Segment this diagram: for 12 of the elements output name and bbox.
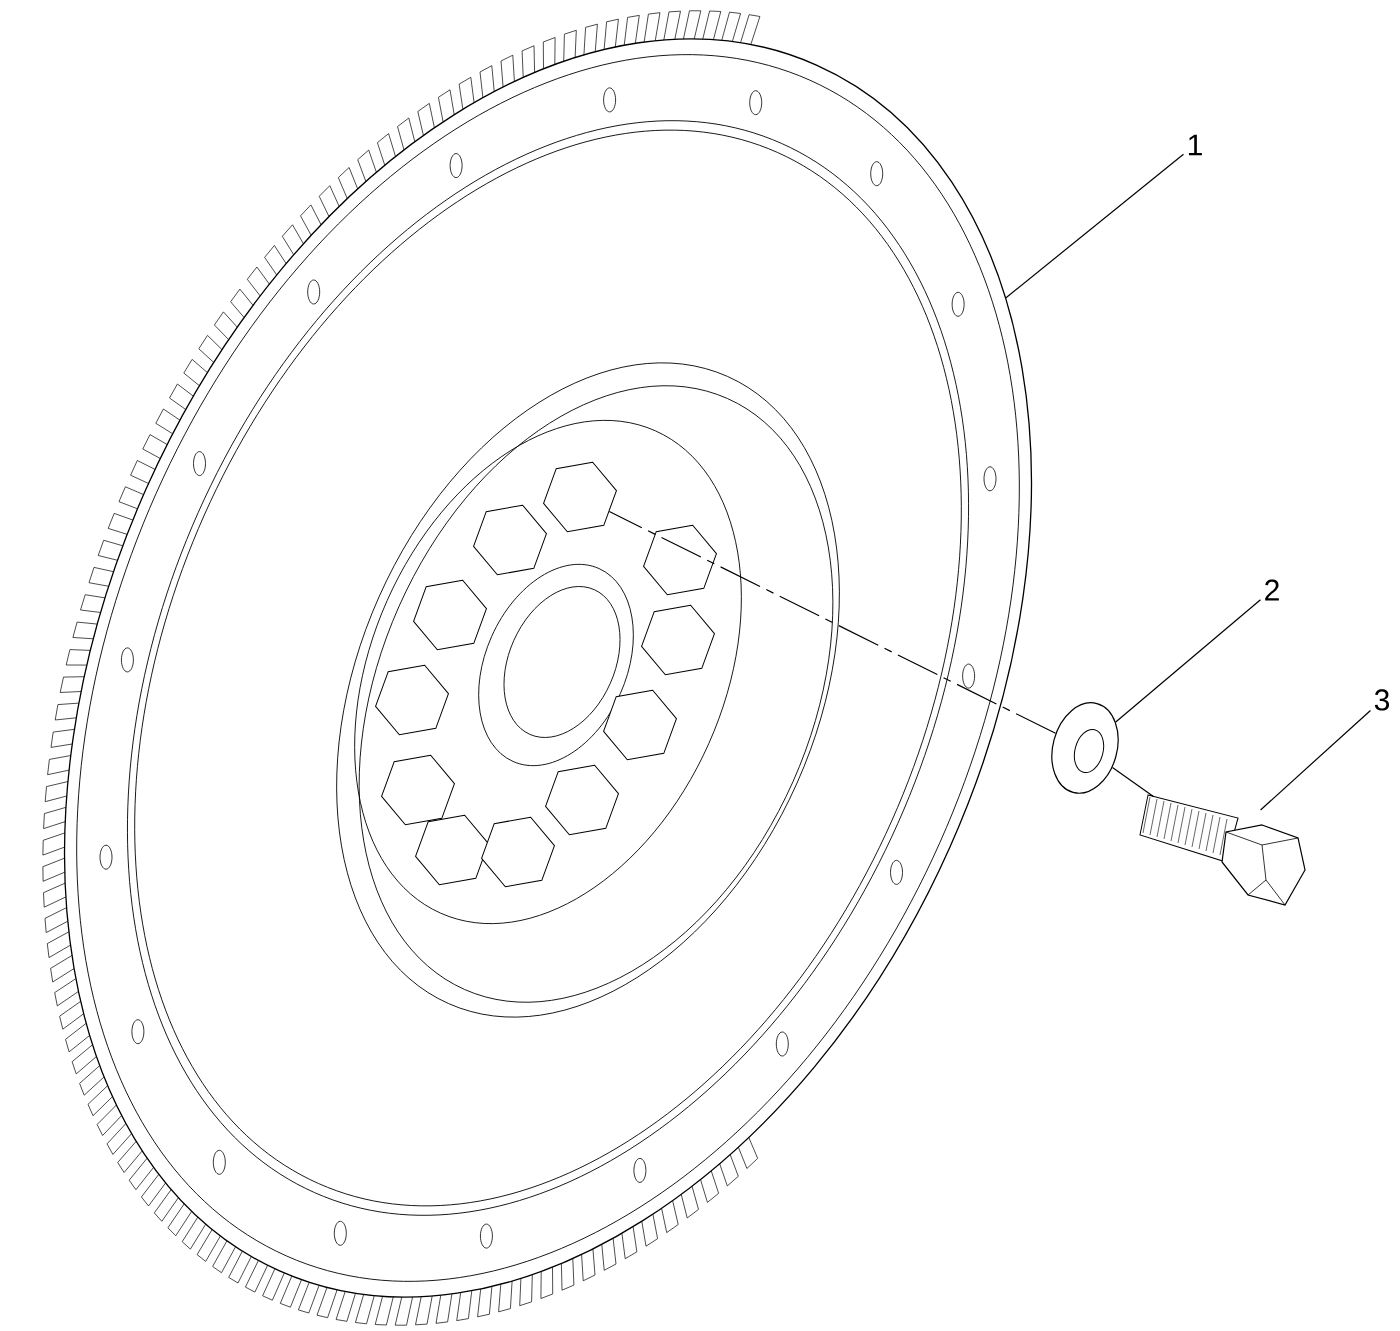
center-line bbox=[608, 510, 1057, 734]
callout-number: 2 bbox=[1265, 579, 1279, 601]
callout-number: 3 bbox=[1374, 689, 1390, 711]
leader-line bbox=[1115, 599, 1262, 723]
leader-line bbox=[1005, 153, 1185, 299]
flywheel-drawing bbox=[42, 10, 1032, 1326]
hex-bolt-head bbox=[543, 461, 617, 533]
bolt-drawing bbox=[1139, 794, 1306, 906]
washer-drawing bbox=[1051, 702, 1119, 794]
leader-line bbox=[1259, 709, 1372, 811]
leader-line bbox=[1111, 766, 1155, 798]
callout-number: 1 bbox=[1188, 134, 1202, 156]
